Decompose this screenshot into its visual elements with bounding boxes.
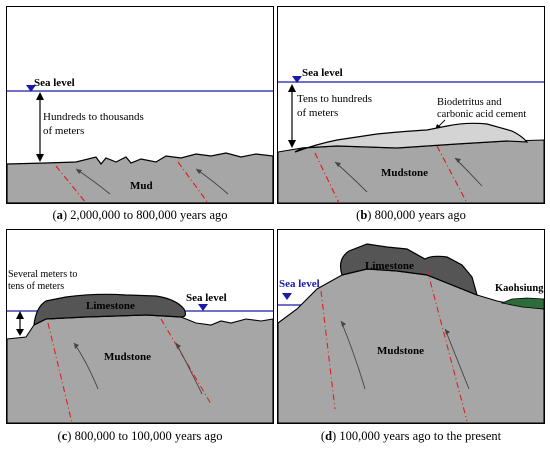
cap-label: Limestone	[365, 260, 414, 272]
annotation-line-2: carbonic acid cement	[437, 109, 526, 120]
panel-c-diagram: Sea level Several meters to tens of mete…	[6, 229, 274, 424]
kaohsiung-land	[500, 297, 545, 310]
panel-a-diagram: Sea level Hundreds to thousands of meter…	[6, 6, 274, 204]
rock-label: Mudstone	[377, 345, 424, 357]
sea-level-marker-icon	[198, 304, 208, 311]
depth-label-line-1: Hundreds to thousands	[43, 111, 144, 123]
panel-d-diagram: Sea level Kaohsiung Limestone Mudstone	[277, 229, 545, 424]
fault-line	[160, 318, 212, 405]
panel-c-caption: (c) 800,000 to 100,000 years ago	[57, 429, 223, 443]
sea-level-marker-icon	[26, 85, 36, 92]
depth-label-line-2: of meters	[43, 125, 84, 137]
bioclastic-layer	[294, 122, 529, 153]
depth-label-line-1: Several meters to	[8, 269, 77, 280]
depth-label-line-2: of meters	[297, 107, 338, 119]
sea-level-label: Sea level	[302, 67, 343, 79]
fault-line	[314, 152, 340, 204]
depth-label-line-1: Tens to hundreds	[297, 93, 372, 105]
panel-a-caption: (a) 2,000,000 to 800,000 years ago	[52, 208, 228, 222]
rock-label: Mud	[130, 180, 153, 192]
panel-b-caption: (b) 800,000 years ago	[356, 208, 466, 222]
mud-layer	[6, 152, 274, 204]
fault-line	[55, 165, 87, 204]
annotation-line-1: Biodetritus and	[437, 97, 502, 108]
sea-level-label: Sea level	[34, 77, 75, 89]
fault-line	[47, 322, 73, 424]
fault-line	[426, 268, 468, 422]
fault-line	[436, 145, 468, 204]
panel-b-diagram: Sea level Tens to hundreds of meters Bio…	[277, 6, 545, 204]
rock-label: Mudstone	[104, 351, 151, 363]
fault-line	[177, 161, 209, 204]
panel-d-caption: (d) 100,000 years ago to the present	[320, 429, 502, 443]
cap-label: Limestone	[86, 300, 135, 312]
mudstone-layer	[6, 314, 274, 424]
sea-level-label: Sea level	[279, 278, 320, 290]
rock-label: Mudstone	[381, 167, 428, 179]
city-label: Kaohsiung	[495, 283, 544, 294]
sea-level-label: Sea level	[186, 292, 227, 304]
uplift-arrow	[444, 328, 470, 390]
depth-label-line-2: tens of meters	[8, 281, 64, 292]
sea-level-marker-icon	[282, 293, 292, 300]
sea-level-marker-icon	[292, 76, 302, 83]
uplift-arrow	[340, 320, 366, 390]
limestone-layer	[339, 243, 478, 297]
